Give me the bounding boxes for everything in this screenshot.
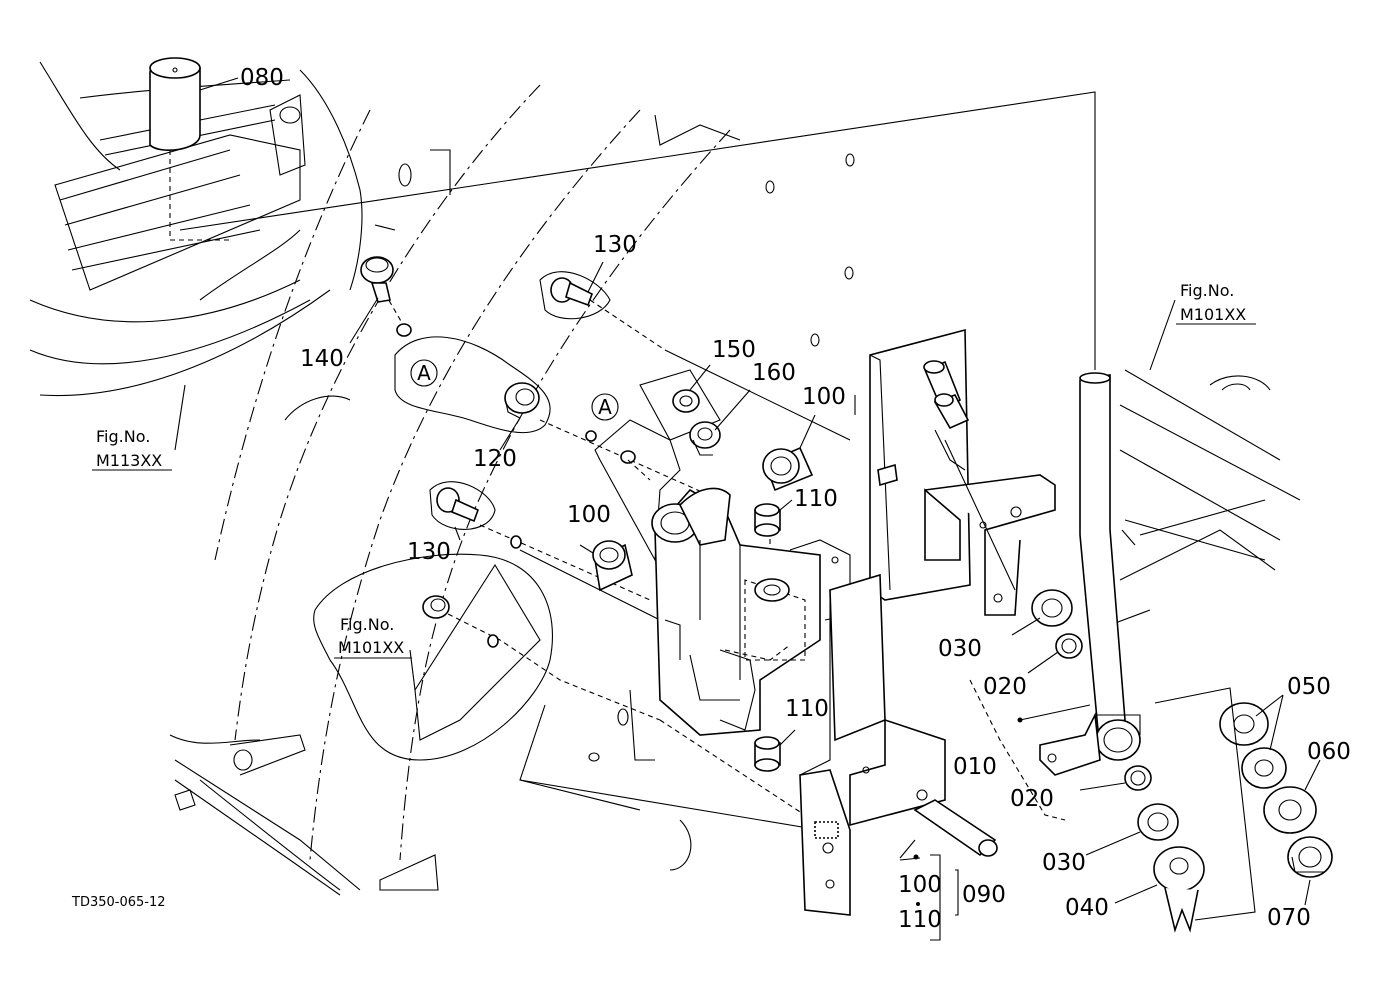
- part-130-bolt-bottom: [429, 481, 522, 549]
- part-030-washer-top: [1031, 589, 1073, 627]
- figure-ref-left: Fig.No. M113XX: [92, 427, 172, 471]
- label-160: 160: [752, 360, 796, 386]
- callout-a-mid: A: [591, 393, 619, 421]
- part-050-washer-a: [1219, 702, 1269, 746]
- part-150-washer: [639, 369, 721, 441]
- label-030-top: 030: [938, 636, 982, 662]
- label-100-top: 100: [802, 384, 846, 410]
- part-140-bolt: [360, 256, 412, 337]
- part-120-nut: [504, 382, 597, 442]
- label-090: 090: [962, 882, 1006, 908]
- drawing-code: TD350-065-12: [71, 895, 166, 910]
- figure-ref-center: Fig.No. M101XX: [334, 615, 412, 659]
- label-110-bottom: 110: [785, 696, 829, 722]
- part-070-nut: [1287, 836, 1333, 878]
- label-100-left: 100: [567, 502, 611, 528]
- part-labels: 080 140 130 120 130 150 160 100 110 100 …: [240, 65, 1351, 933]
- label-020-bottom: 020: [1010, 786, 1054, 812]
- part-010-lever: [1039, 372, 1141, 776]
- figure-ref-center-caption: Fig.No.: [340, 615, 394, 634]
- stud-bracket: [869, 328, 1056, 616]
- label-120: 120: [473, 446, 517, 472]
- label-110-top: 110: [794, 486, 838, 512]
- leader-lines: [174, 77, 1321, 941]
- callout-a-mid-text: A: [598, 395, 612, 419]
- reference-lines: [179, 91, 1096, 415]
- central-bracket: [651, 487, 851, 736]
- part-100-bushing-left: [592, 540, 633, 592]
- part-110-bushing-top: [754, 503, 781, 537]
- label-110-group: 110: [898, 907, 942, 933]
- label-040: 040: [1065, 895, 1109, 921]
- label-130-top: 130: [593, 232, 637, 258]
- label-100-group: 100: [898, 872, 942, 898]
- part-090-bracket: [799, 573, 998, 916]
- figure-ref-right-caption: Fig.No.: [1180, 281, 1234, 300]
- part-020-bushing-bottom: [1124, 765, 1152, 791]
- callout-a-top: A: [410, 359, 438, 387]
- part-030-washer-bottom: [1137, 803, 1179, 841]
- label-150: 150: [712, 337, 756, 363]
- part-020-bushing-top: [1055, 633, 1083, 659]
- label-030-bottom: 030: [1042, 850, 1086, 876]
- label-080: 080: [240, 65, 284, 91]
- figure-ref-left-number: M113XX: [96, 451, 162, 470]
- part-040-clevis: [1153, 846, 1205, 933]
- label-130-bottom: 130: [407, 539, 451, 565]
- part-130-bolt-top: [539, 271, 611, 320]
- figure-ref-right-number: M101XX: [1180, 305, 1246, 324]
- part-060-washer: [1263, 786, 1317, 834]
- part-100-bushing-top: [762, 446, 814, 492]
- mounting-plate: [594, 419, 681, 562]
- callout-a-top-text: A: [417, 361, 431, 385]
- part-110-bushing-bottom: [754, 736, 781, 772]
- label-020-top: 020: [983, 674, 1027, 700]
- part-050-washer-b: [1241, 747, 1287, 789]
- part-080-knob: [149, 57, 201, 151]
- figure-ref-left-caption: Fig.No.: [96, 427, 150, 446]
- region-outline-a: [394, 336, 551, 434]
- figure-ref-right: Fig.No. M101XX: [1176, 281, 1256, 325]
- label-060: 060: [1307, 739, 1351, 765]
- label-050: 050: [1287, 674, 1331, 700]
- figure-ref-center-number: M101XX: [338, 638, 404, 657]
- label-010: 010: [953, 754, 997, 780]
- group-outline-right: [969, 679, 1256, 921]
- region-outline-b: [313, 553, 553, 761]
- part-160-nut: [689, 421, 721, 456]
- label-070: 070: [1267, 905, 1311, 931]
- label-140: 140: [300, 346, 344, 372]
